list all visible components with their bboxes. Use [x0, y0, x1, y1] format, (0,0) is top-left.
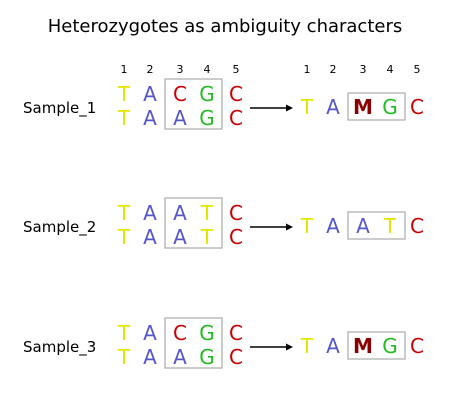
- heterozygous-region-box: [164, 317, 223, 369]
- allele-base: A: [143, 106, 157, 130]
- consensus-base: A: [326, 334, 340, 358]
- arrow-icon: [286, 343, 293, 351]
- allele-base: A: [173, 106, 187, 130]
- allele-base: G: [199, 106, 215, 130]
- consensus-base: T: [300, 214, 314, 238]
- consensus-base: T: [300, 95, 314, 119]
- consensus-base: A: [326, 95, 340, 119]
- allele-base: T: [117, 201, 131, 225]
- left-column-number: 1: [121, 63, 128, 76]
- allele-base: T: [117, 345, 131, 369]
- allele-base: T: [200, 201, 214, 225]
- sample-label: Sample_3: [23, 338, 96, 357]
- allele-base: T: [117, 106, 131, 130]
- allele-base: A: [173, 345, 187, 369]
- right-column-number: 3: [360, 63, 367, 76]
- consensus-base: M: [353, 95, 373, 119]
- ambiguity-region-box: [347, 92, 406, 121]
- heterozygous-region-box: [164, 78, 223, 130]
- allele-base: A: [143, 82, 157, 106]
- sample-label: Sample_2: [23, 218, 96, 237]
- allele-base: A: [173, 201, 187, 225]
- allele-base: C: [229, 225, 243, 249]
- figure-title: Heterozygotes as ambiguity characters: [48, 16, 403, 37]
- allele-base: A: [143, 225, 157, 249]
- allele-base: A: [143, 345, 157, 369]
- heterozygous-region-box: [164, 197, 223, 249]
- ambiguity-region-box: [347, 211, 406, 240]
- consensus-base: G: [382, 95, 398, 119]
- allele-base: C: [173, 321, 187, 345]
- consensus-base: M: [353, 334, 373, 358]
- right-column-number: 4: [387, 63, 394, 76]
- allele-base: T: [117, 82, 131, 106]
- right-column-number: 2: [330, 63, 337, 76]
- left-column-number: 5: [233, 63, 240, 76]
- allele-base: A: [143, 201, 157, 225]
- allele-base: T: [200, 225, 214, 249]
- left-column-numbers: 1 2 3 4 5: [121, 63, 240, 76]
- right-column-number: 5: [414, 63, 421, 76]
- allele-base: T: [117, 225, 131, 249]
- allele-base: C: [229, 106, 243, 130]
- consensus-base: A: [356, 214, 370, 238]
- allele-base: G: [199, 82, 215, 106]
- allele-base: G: [199, 345, 215, 369]
- allele-base: C: [229, 201, 243, 225]
- allele-base: C: [173, 82, 187, 106]
- left-column-number: 4: [204, 63, 211, 76]
- left-column-number: 2: [147, 63, 154, 76]
- arrow-icon: [286, 223, 293, 231]
- sample-label: Sample_1: [23, 99, 96, 118]
- consensus-base: T: [300, 334, 314, 358]
- consensus-base: A: [326, 214, 340, 238]
- allele-base: C: [229, 345, 243, 369]
- left-column-number: 3: [177, 63, 184, 76]
- consensus-base: C: [410, 334, 424, 358]
- consensus-base: T: [383, 214, 397, 238]
- right-column-number: 1: [304, 63, 311, 76]
- allele-base: G: [199, 321, 215, 345]
- ambiguity-region-box: [347, 331, 406, 360]
- consensus-base: C: [410, 95, 424, 119]
- allele-base: C: [229, 321, 243, 345]
- allele-base: A: [173, 225, 187, 249]
- arrow-icon: [286, 104, 293, 112]
- allele-base: T: [117, 321, 131, 345]
- consensus-base: C: [410, 214, 424, 238]
- allele-base: A: [143, 321, 157, 345]
- consensus-base: G: [382, 334, 398, 358]
- allele-base: C: [229, 82, 243, 106]
- right-column-numbers: 1 2 3 4 5: [304, 63, 421, 76]
